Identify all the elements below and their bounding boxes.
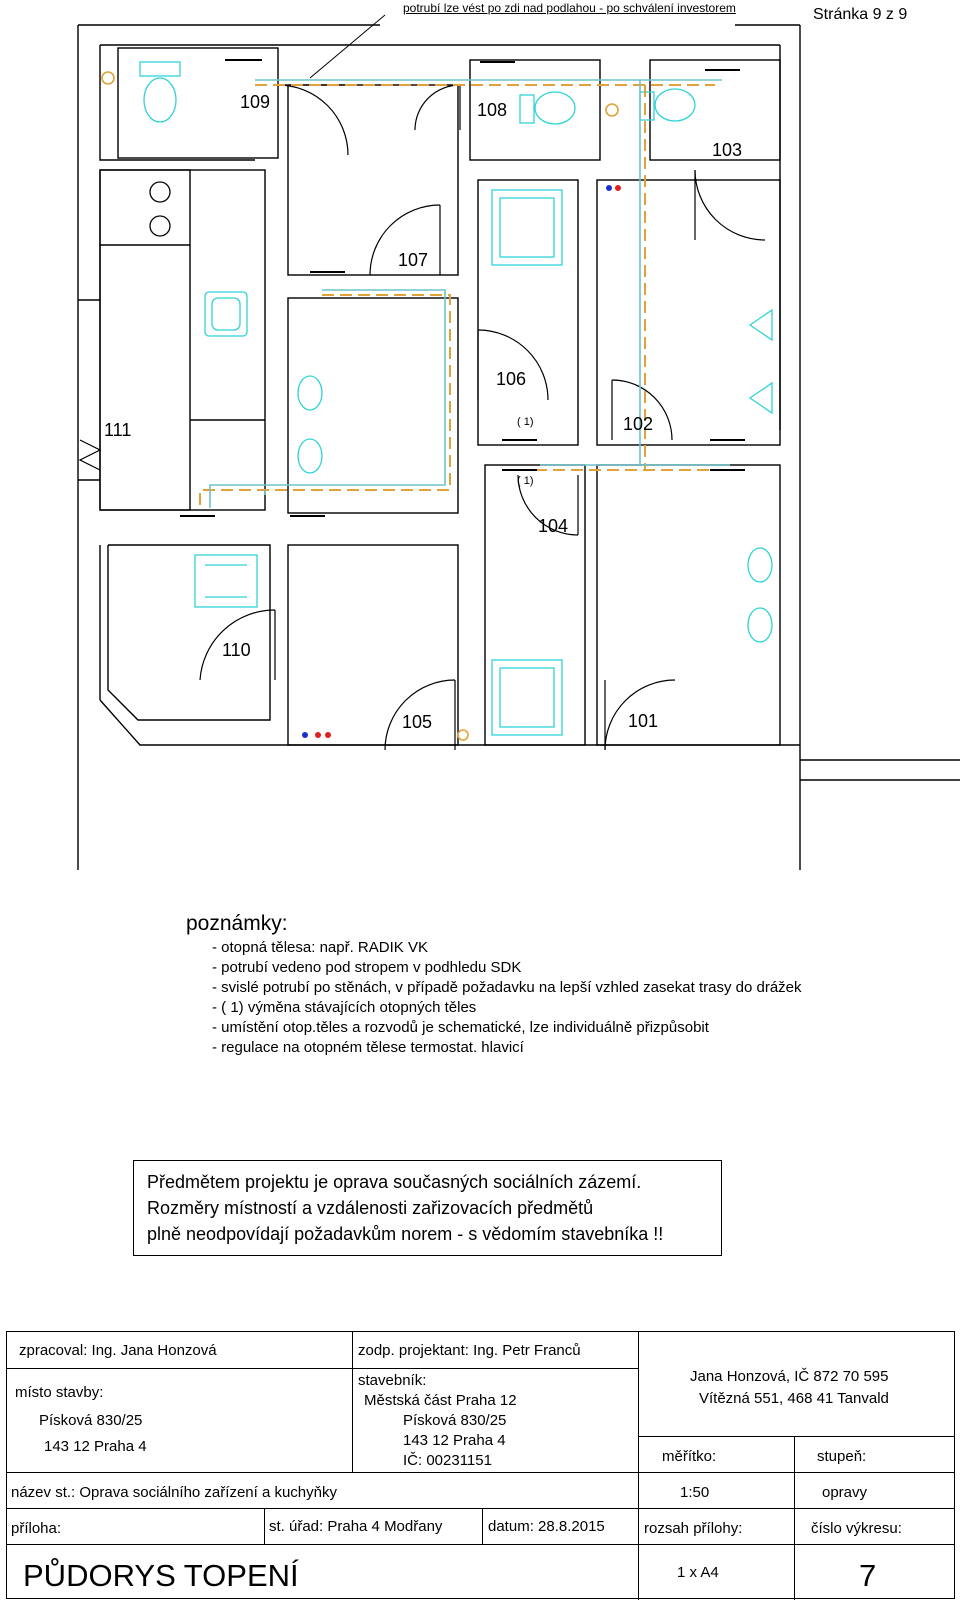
supply-pipes	[199, 84, 735, 510]
notice-line: plně neodpovídají požadavkům norem - s v…	[147, 1224, 664, 1244]
radiators	[180, 59, 745, 517]
tb-investor-label: stavebník:	[358, 1372, 427, 1389]
tb-authority: st. úřad: Praha 4 Modřany	[269, 1518, 443, 1535]
room-label-106: 106	[496, 369, 527, 389]
tb-divider	[264, 1508, 265, 1544]
tb-extent-value: 1 x A4	[677, 1564, 719, 1581]
radiator-mark-106: ( 1)	[517, 416, 534, 428]
tb-responsible-designer: zodp. projektant: Ing. Petr Franců	[358, 1342, 581, 1359]
project-notice: Předmětem projektu je oprava současných …	[133, 1160, 722, 1256]
return-pipes	[209, 79, 730, 508]
tb-investor-address-1: Písková 830/25	[403, 1412, 507, 1429]
tb-divider	[638, 1332, 639, 1600]
tb-divider	[352, 1368, 638, 1369]
room-label-105: 105	[402, 712, 433, 732]
tb-divider	[638, 1436, 954, 1437]
room-label-109: 109	[240, 92, 271, 112]
note-item: - potrubí vedeno pod stropem v podhledu …	[212, 959, 522, 976]
title-block: zpracoval: Ing. Jana Honzová zodp. proje…	[6, 1331, 955, 1600]
pipe-route-note: potrubí lze vést po zdi nad podlahou - p…	[403, 1, 736, 15]
note-item: - umístění otop.těles a rozvodů je schem…	[212, 1019, 709, 1036]
tb-divider	[352, 1332, 353, 1472]
tb-divider	[7, 1508, 954, 1509]
sanitary-fixtures	[139, 61, 773, 736]
room-label-110: 110	[222, 640, 251, 660]
doors	[78, 84, 766, 751]
radiator-mark-104: ( 1)	[517, 475, 534, 487]
tb-scale-value: 1:50	[680, 1484, 710, 1501]
room-label-101: 101	[628, 711, 659, 731]
tb-firm-name: Jana Honzová, IČ 872 70 595	[690, 1368, 889, 1385]
notice-line: Rozměry místností a vzdálenosti zařizova…	[147, 1198, 594, 1218]
risers	[101, 71, 621, 741]
room-label-103: 103	[712, 140, 743, 160]
tb-investor-id: IČ: 00231151	[403, 1452, 492, 1469]
tb-investor-name: Městská část Praha 12	[364, 1392, 517, 1409]
note-item: - regulace na otopném tělese termostat. …	[212, 1039, 524, 1056]
tb-project-name: název st.: Oprava sociálního zařízení a …	[11, 1484, 337, 1501]
page-counter: Stránka 9 z 9	[813, 6, 908, 23]
room-label-104: 104	[538, 516, 569, 536]
floor-plan	[77, 14, 960, 870]
tb-stage-value: opravy	[822, 1484, 868, 1501]
tb-firm-address: Vítězná 551, 468 41 Tanvald	[699, 1390, 889, 1407]
tb-attachment-label: příloha:	[11, 1520, 62, 1537]
tb-divider	[7, 1544, 954, 1545]
notes-list: - otopná tělesa: např. RADIK VK - potrub…	[212, 938, 912, 1058]
tb-scale-label: měřítko:	[662, 1448, 717, 1465]
room-label-111: 111	[104, 420, 132, 440]
tb-site-label: místo stavby:	[15, 1384, 104, 1401]
note-item: - ( 1) výměna stávajících otopných těles	[212, 999, 477, 1016]
room-label-102: 102	[623, 414, 654, 434]
tb-site-address-2: 143 12 Praha 4	[44, 1438, 147, 1455]
tb-divider	[482, 1508, 483, 1544]
notes-title: poznámky:	[186, 912, 288, 935]
tb-investor-address-2: 143 12 Praha 4	[403, 1432, 506, 1449]
note-leader	[309, 14, 386, 79]
tb-extent-label: rozsah přílohy:	[644, 1520, 743, 1537]
tb-divider	[794, 1436, 795, 1600]
tb-author: zpracoval: Ing. Jana Honzová	[19, 1342, 217, 1359]
tb-site-address-1: Písková 830/25	[39, 1412, 143, 1429]
tb-drawing-number-label: číslo výkresu:	[811, 1520, 902, 1537]
tb-divider	[7, 1368, 352, 1369]
tb-stage-label: stupeň:	[817, 1448, 867, 1465]
walls	[77, 24, 960, 870]
tb-divider	[7, 1472, 954, 1473]
tb-drawing-number: 7	[859, 1558, 877, 1593]
room-label-107: 107	[398, 250, 429, 270]
room-label-108: 108	[477, 100, 508, 120]
tb-drawing-title: PŮDORYS TOPENÍ	[23, 1558, 299, 1593]
note-item: - svislé potrubí po stěnách, v případě p…	[212, 979, 802, 996]
note-item: - otopná tělesa: např. RADIK VK	[212, 939, 428, 956]
notice-line: Předmětem projektu je oprava současných …	[147, 1172, 642, 1192]
tb-date: datum: 28.8.2015	[488, 1518, 605, 1535]
